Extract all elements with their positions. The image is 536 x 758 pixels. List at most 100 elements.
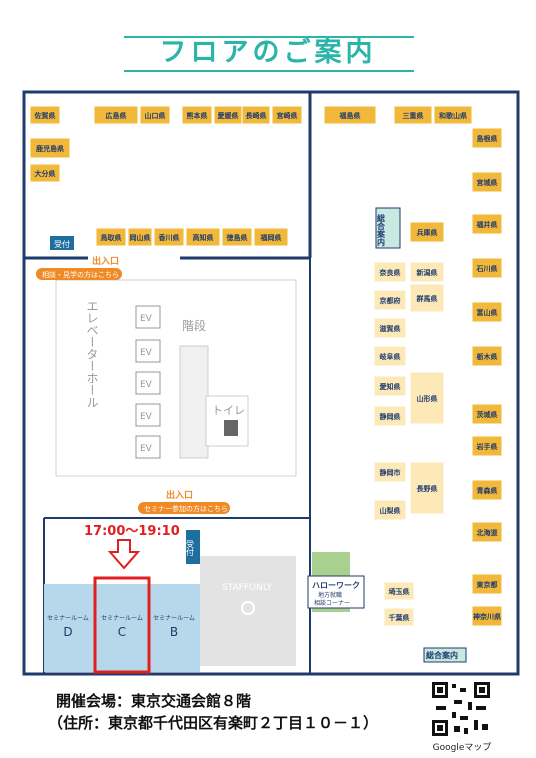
seminar-room-letter[interactable]: B <box>170 625 178 639</box>
seminar-room-letter[interactable]: C <box>118 625 126 639</box>
prefecture-booth <box>373 499 407 521</box>
seminar-rooms: セミナールーム D セミナールーム C セミナールーム B <box>47 615 195 639</box>
prefecture-label: 埼玉県 <box>389 587 410 596</box>
prefecture-booth <box>471 257 503 279</box>
prefecture-booth <box>271 105 303 125</box>
hello-work-sub1: 地方就職 <box>318 591 342 599</box>
prefecture-booth <box>185 227 221 247</box>
ev-box <box>135 371 161 395</box>
qr-code-icon[interactable] <box>430 680 492 738</box>
prefecture-label: 兵庫県 <box>417 228 438 237</box>
prefecture-label: 茨城県 <box>477 410 498 419</box>
prefecture-label: 佐賀県 <box>34 111 56 120</box>
prefecture-label: 宮城県 <box>477 178 498 187</box>
ev-box <box>135 305 161 329</box>
prefecture-booth <box>373 375 407 397</box>
seminar-area <box>44 584 200 672</box>
prefecture-booth <box>373 317 407 339</box>
prefecture-booth <box>471 521 503 543</box>
hello-work-booth <box>307 575 365 609</box>
prefecture-label: 愛知県 <box>380 382 401 391</box>
prefecture-label: 長野県 <box>417 484 438 493</box>
prefecture-booth <box>409 461 445 515</box>
prefecture-label: 鳥取県 <box>101 233 122 242</box>
prefecture-booth <box>471 127 503 149</box>
stairs-shape <box>179 345 209 459</box>
reception-bottom <box>186 530 200 564</box>
general-info-top <box>375 207 401 249</box>
staff-only-area <box>200 556 296 666</box>
prefecture-booth <box>409 371 445 425</box>
prefecture-label: 熊本県 <box>187 111 208 120</box>
prefecture-label: 石川県 <box>476 264 498 273</box>
prefecture-label: 福井県 <box>476 220 498 229</box>
prefecture-label: 和歌山県 <box>438 111 467 120</box>
reception-top <box>50 236 74 250</box>
prefecture-label: 徳島県 <box>226 233 248 242</box>
prefecture-booth <box>153 227 185 247</box>
stairs-label: 階段 <box>182 318 206 333</box>
prefecture-booth <box>471 573 503 595</box>
general-info-bottom-label: 総合案内 <box>426 650 458 660</box>
prefecture-booth <box>127 227 153 247</box>
seminar-room-letter[interactable]: D <box>63 625 72 639</box>
exit-bottom-sub: セミナー参加の方はこちら <box>144 504 228 513</box>
prefecture-booth <box>409 221 445 243</box>
hello-work-label: ハローワーク <box>312 580 360 590</box>
seminar-room-label: セミナールーム <box>47 615 89 622</box>
reception-bottom-label: 受付 <box>186 539 195 557</box>
ev-label: EV <box>140 412 153 422</box>
title-rule-top <box>124 36 414 38</box>
prefecture-booth <box>29 137 71 159</box>
down-arrow-icon <box>107 539 141 570</box>
prefecture-label: 千葉県 <box>389 613 410 622</box>
prefecture-booth <box>241 105 271 125</box>
prefecture-booth <box>471 171 503 193</box>
prefecture-booth <box>95 227 127 247</box>
prefecture-label: 青森県 <box>477 486 498 495</box>
seminar-room-c-highlight <box>93 576 151 674</box>
elevator-hall-area <box>55 279 297 477</box>
no-entry-icon <box>241 601 255 615</box>
prefecture-booth <box>409 261 445 283</box>
prefecture-label: 山梨県 <box>380 506 401 515</box>
prefecture-label: 島根県 <box>477 134 498 143</box>
prefecture-label: 福岡県 <box>260 233 282 242</box>
prefecture-booth <box>471 435 503 457</box>
prefecture-label: 奈良県 <box>379 268 401 277</box>
seminar-room-label: セミナールーム <box>101 615 143 622</box>
hello-work-sub2: 相談コーナー <box>314 599 350 607</box>
elevator-hall-label: エレベーターホール <box>85 300 99 408</box>
prefecture-booth <box>373 405 407 427</box>
prefecture-label: 岐阜県 <box>380 352 401 361</box>
prefecture-booth <box>29 163 61 183</box>
prefecture-booth <box>383 607 415 627</box>
prefecture-booth <box>373 289 407 311</box>
prefecture-booth <box>221 227 253 247</box>
prefecture-label: 高知県 <box>193 233 214 242</box>
general-info-bottom <box>423 647 467 663</box>
prefecture-label: 京都府 <box>380 296 401 305</box>
prefecture-booth <box>253 227 289 247</box>
general-info-top-label: 総合案内 <box>376 213 386 247</box>
prefecture-label: 神奈川県 <box>473 612 501 621</box>
prefecture-booth <box>29 105 61 125</box>
prefecture-booth <box>373 461 407 483</box>
ev-box <box>135 339 161 363</box>
seminar-room-label: セミナールーム <box>153 615 195 622</box>
exit-top-sub: 相談・見学の方はこちら <box>42 270 119 279</box>
prefecture-label: 三重県 <box>403 111 424 120</box>
prefecture-booth <box>181 105 213 125</box>
prefecture-label: 山形県 <box>417 394 438 403</box>
prefecture-booth <box>471 345 503 367</box>
prefecture-booth <box>323 105 377 125</box>
prefecture-label: 香川県 <box>158 233 180 242</box>
prefecture-booth <box>409 283 445 313</box>
prefecture-label: 群馬県 <box>417 294 438 303</box>
prefecture-booth <box>471 301 503 323</box>
prefecture-label: 静岡市 <box>380 468 401 477</box>
page-title: フロアのご案内 <box>159 37 377 68</box>
